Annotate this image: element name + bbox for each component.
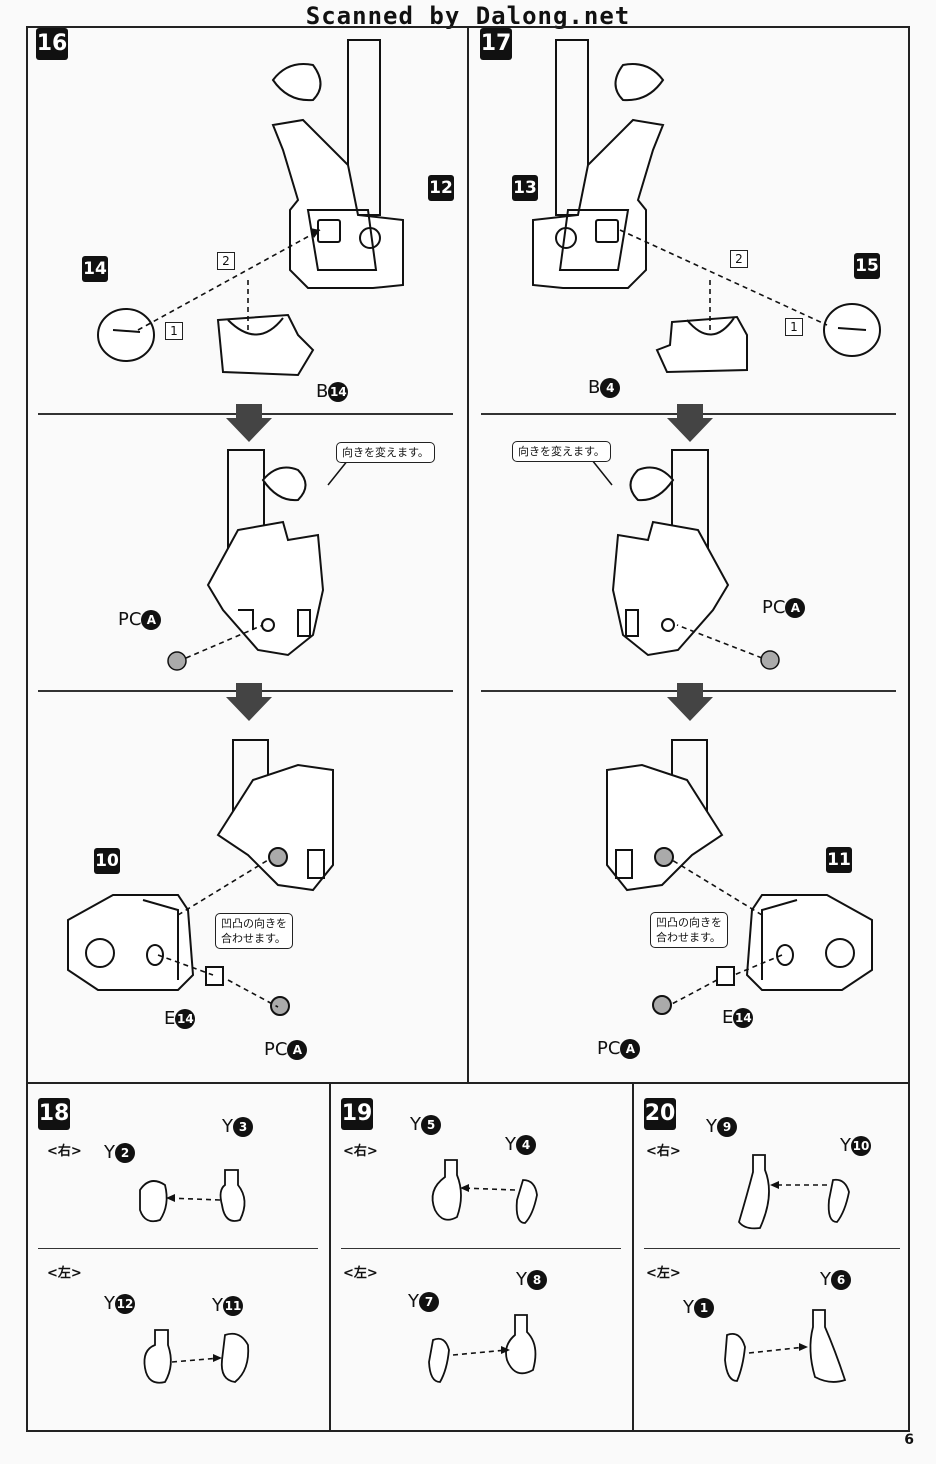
side-label-right: <右> — [343, 1144, 378, 1159]
pc-number: A — [785, 598, 806, 618]
step17-stage1-drawing — [532, 39, 881, 374]
step17-stage2-drawing — [591, 449, 780, 670]
side-label-left: <左> — [646, 1266, 681, 1281]
step-number: 20 — [644, 1098, 676, 1130]
part-y-c-number: 1 — [694, 1298, 714, 1318]
part-number-main: 12 — [428, 175, 454, 201]
hand-right-drawing — [431, 1159, 538, 1224]
hand-right-drawing — [738, 1154, 850, 1230]
hand-left-drawing — [428, 1314, 537, 1383]
side-divider — [38, 1248, 318, 1249]
pc-number-2: A — [287, 1040, 308, 1060]
part-y-b-number: 10 — [851, 1136, 871, 1156]
lower-divider-1 — [329, 1082, 331, 1432]
page-number: 6 — [904, 1432, 914, 1448]
part-y-d-number: 11 — [223, 1296, 243, 1316]
part-y-b-number: 4 — [516, 1135, 536, 1155]
part-y-d-number: 6 — [831, 1270, 851, 1290]
part-y-c-number: 7 — [419, 1292, 439, 1312]
part-b-number: 14 — [328, 382, 349, 402]
side-divider — [341, 1248, 621, 1249]
scan-credit: Scanned by Dalong.net — [305, 2, 631, 30]
side-divider — [644, 1248, 900, 1249]
lower-divider-2 — [632, 1082, 634, 1432]
step-number: 16 — [36, 28, 68, 60]
lower-frame — [26, 1082, 910, 1432]
order-box-1: 1 — [785, 318, 803, 336]
down-arrow-icon — [667, 404, 713, 442]
down-arrow-icon — [667, 683, 713, 721]
step16-stage2-drawing — [167, 449, 349, 671]
part-y-d-number: 8 — [527, 1270, 547, 1290]
part-number-cap: 14 — [82, 256, 108, 282]
step-number: 17 — [480, 28, 512, 60]
down-arrow-icon — [226, 404, 272, 442]
step17-stage3-drawing — [606, 739, 873, 1015]
part-b-number: 4 — [600, 378, 621, 398]
pc-number: A — [141, 610, 162, 630]
order-box-1: 1 — [165, 322, 183, 340]
down-arrow-icon — [226, 683, 272, 721]
pc-number-2: A — [620, 1039, 641, 1059]
part-number-joint: 11 — [826, 847, 852, 873]
part-y-c-number: 12 — [115, 1294, 135, 1314]
part-y-b-number: 3 — [233, 1117, 253, 1137]
part-number-main: 13 — [512, 175, 538, 201]
order-box-2: 2 — [217, 252, 235, 270]
part-number-joint: 10 — [94, 848, 120, 874]
part-number-cap: 15 — [854, 253, 880, 279]
side-label-left: <左> — [343, 1266, 378, 1281]
note-align-notches: 凹凸の向きを 合わせます。 — [215, 913, 293, 949]
step16-stage3-drawing — [67, 739, 334, 1016]
step-number: 18 — [38, 1098, 70, 1130]
part-e-number: 14 — [733, 1008, 754, 1028]
note-turn-direction: 向きを変えます。 — [336, 442, 435, 463]
note-align-notches: 凹凸の向きを 合わせます。 — [650, 912, 728, 948]
part-y-a-number: 2 — [115, 1143, 135, 1163]
side-label-right: <右> — [47, 1144, 82, 1159]
part-y-a-number: 9 — [717, 1117, 737, 1137]
order-box-2: 2 — [730, 250, 748, 268]
step-number: 19 — [341, 1098, 373, 1130]
step16-stage1-drawing — [97, 39, 404, 377]
center-divider — [467, 26, 469, 1084]
hand-right-drawing — [139, 1169, 246, 1223]
part-e-number: 14 — [175, 1009, 196, 1029]
side-label-left: <左> — [47, 1266, 82, 1281]
part-y-a-number: 5 — [421, 1115, 441, 1135]
hand-left-drawing — [143, 1329, 250, 1384]
note-turn-direction: 向きを変えます。 — [512, 441, 611, 462]
hand-left-drawing — [724, 1309, 847, 1383]
side-label-right: <右> — [646, 1144, 681, 1159]
